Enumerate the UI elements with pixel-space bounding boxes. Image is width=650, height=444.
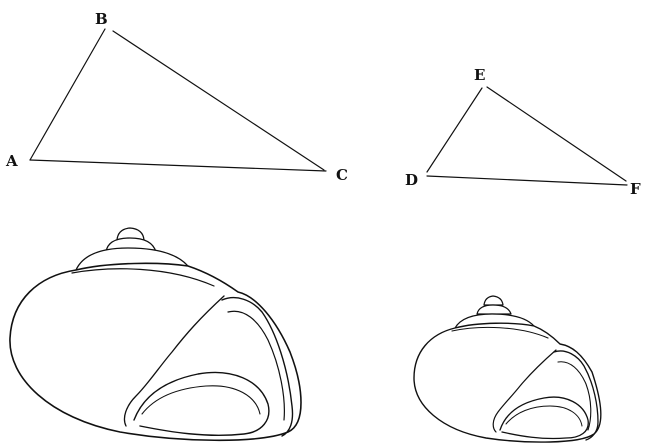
edge-de — [426, 87, 483, 173]
small-shell-columella — [492, 349, 557, 433]
edge-ef — [486, 86, 627, 182]
large-shell-aperture-shadow — [141, 385, 261, 415]
vertex-label-f: F — [630, 180, 641, 198]
small-shell-illustration — [413, 295, 602, 443]
vertex-label-e: E — [474, 66, 485, 84]
small-shell-aperture-shadow — [505, 405, 583, 427]
edge-bc — [112, 30, 325, 171]
large-shell-apex — [116, 227, 145, 241]
small-shell-spire — [476, 304, 512, 315]
vertex-label-d: D — [405, 171, 418, 189]
large-shell-body-whorl — [9, 262, 302, 442]
small-shell-lip — [553, 350, 599, 441]
edge-df — [426, 175, 628, 186]
edge-ab — [29, 28, 106, 161]
small-shell-body-whorl — [413, 322, 602, 443]
vertex-label-c: C — [336, 166, 348, 184]
vertex-label-b: B — [95, 10, 108, 28]
large-shell-lip-inner — [227, 310, 285, 421]
small-shell-apex — [483, 295, 504, 306]
large-shell-illustration — [9, 227, 302, 442]
triangle-def: D E F — [405, 66, 641, 198]
vertex-label-a: A — [5, 152, 18, 170]
large-shell-suture — [71, 268, 215, 287]
small-shell-lip-inner — [557, 361, 592, 431]
large-shell-columella — [123, 295, 225, 427]
small-shell-aperture-inner — [499, 396, 589, 440]
small-shell-suture — [451, 326, 549, 339]
large-shell-aperture-inner — [133, 371, 270, 436]
edge-ac — [29, 159, 327, 172]
large-shell-lip — [221, 296, 294, 437]
triangle-abc: A B C — [5, 10, 348, 184]
